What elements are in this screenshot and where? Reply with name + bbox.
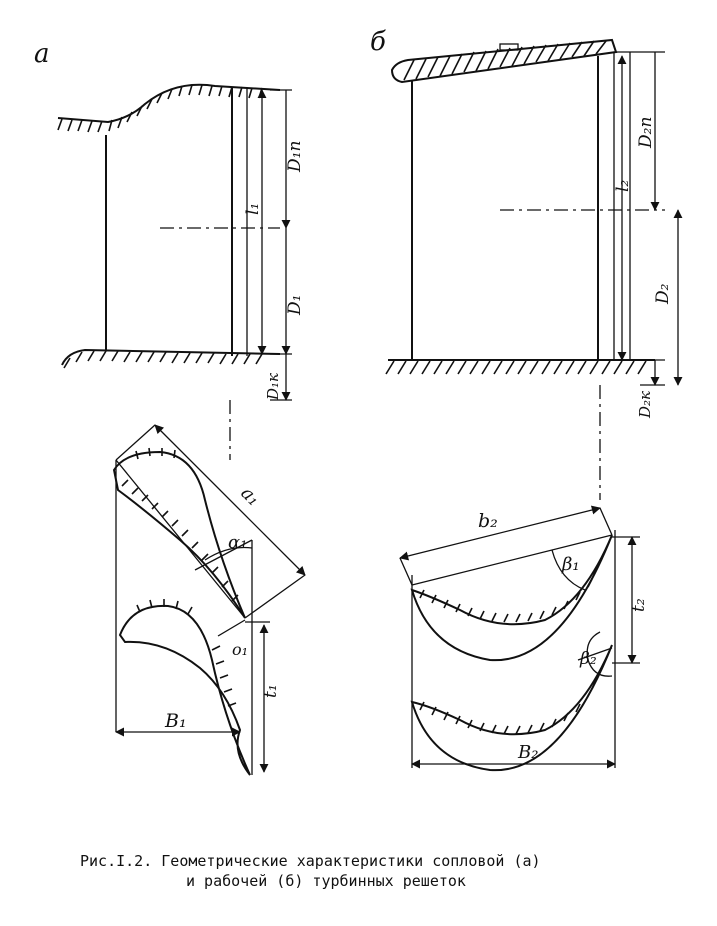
panel-b-label-l2: l₂ xyxy=(613,180,633,192)
panel-b-label-d2-hub: D₂к xyxy=(636,391,654,419)
panel-a-dim-a1-ext1 xyxy=(115,424,156,461)
panel-b-label-t2: t₂ xyxy=(629,598,649,612)
rotor-blade-2-hatch xyxy=(419,701,581,735)
panel-b-hub-hatch xyxy=(385,360,647,375)
panel-a-label-alpha1: α₁ xyxy=(228,532,247,553)
panel-a-cascade: a₁ α₁ o₁ t₁ B₁ xyxy=(112,424,306,776)
nozzle-blade-2-hatch xyxy=(136,599,237,707)
panel-b-dim-b2-ext2 xyxy=(599,507,613,536)
panel-a-label-o1: o₁ xyxy=(232,640,248,659)
panel-b-label-beta1: β₁ xyxy=(561,554,580,575)
panel-b-beta2-arc xyxy=(586,631,613,677)
rotor-blade-1 xyxy=(410,534,613,662)
panel-a-label-d1-hub: D₁к xyxy=(264,373,282,401)
panel-b-cascade: b₂ β₁ β₂ xyxy=(399,505,649,772)
panel-b-dim-b2-top xyxy=(399,505,601,561)
rotor-blade-1-hatch xyxy=(419,578,593,623)
panel-b-shroud-hatch xyxy=(403,40,607,81)
panel-a-lower-wall xyxy=(61,348,281,366)
panel-a-dim-a1-ext2 xyxy=(244,574,306,619)
panel-a-letter: а xyxy=(34,39,50,69)
panel-b-chord-line xyxy=(411,534,613,586)
panel-b-meridional: б xyxy=(370,27,683,419)
panel-a-label-t1: t₁ xyxy=(261,684,281,698)
panel-a-alpha-arc xyxy=(204,546,253,561)
nozzle-blade-2 xyxy=(118,604,251,776)
panel-b-label-b2-bottom: B₂ xyxy=(517,742,538,763)
figure-caption-line-2: и рабочей (б) турбинных решеток xyxy=(186,872,466,890)
panel-a-throat-line xyxy=(217,619,246,637)
panel-b-dim-b2-ext1 xyxy=(399,557,413,586)
panel-b-label-b2-top: b₂ xyxy=(478,510,498,532)
panel-a-label-a1: a₁ xyxy=(236,483,264,511)
panel-a-alpha-ray xyxy=(194,539,253,571)
panel-a-label-b1: B₁ xyxy=(164,710,187,732)
panel-a-chord-line xyxy=(115,459,246,619)
panel-a-label-d1-top: D₁п xyxy=(285,141,305,173)
panel-b-shroud xyxy=(390,38,618,84)
panel-b-label-d2-top: D₂п xyxy=(636,117,656,149)
panel-b-throat-line xyxy=(577,647,613,661)
panel-a-lower-hatch xyxy=(63,350,263,369)
panel-b-label-beta2: β₂ xyxy=(579,649,597,669)
panel-a-dim-a1 xyxy=(154,424,306,576)
panel-a-upper-wall xyxy=(57,83,281,124)
panel-b-letter: б xyxy=(370,27,386,57)
figure-caption-line-1: Рис.I.2. Геометрические характеристики с… xyxy=(80,852,541,870)
nozzle-blade-1-hatch xyxy=(121,447,239,602)
panel-a-label-d1: D₁ xyxy=(285,295,305,316)
panel-b-label-d2: D₂ xyxy=(653,283,673,305)
panel-a-label-l1: l₁ xyxy=(243,203,263,215)
panel-b-beta1-arc xyxy=(551,549,586,591)
panel-a-meridional: а xyxy=(34,39,305,401)
